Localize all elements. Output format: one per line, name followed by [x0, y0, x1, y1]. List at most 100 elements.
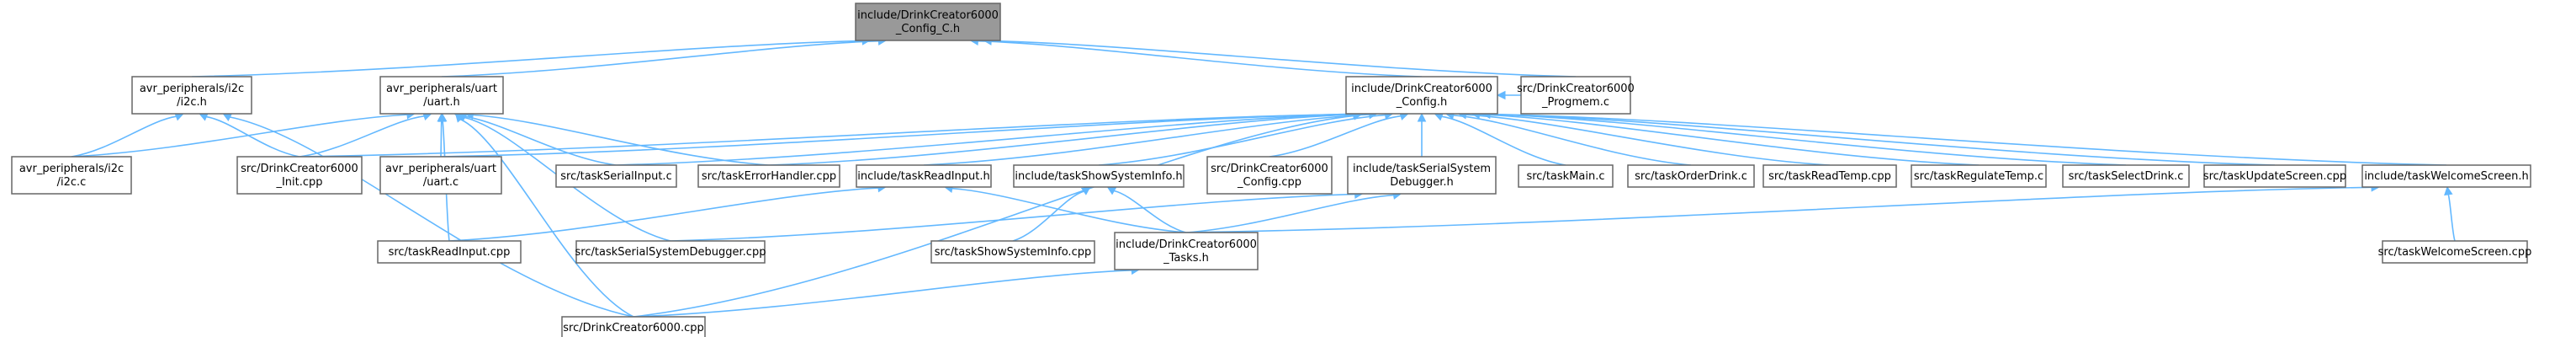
- node-src-taskmain-c[interactable]: src/taskMain.c: [1518, 164, 1614, 188]
- node-box: [855, 3, 1001, 41]
- node-box: [930, 240, 1095, 264]
- edge-line: [441, 40, 879, 78]
- node-label: include/DrinkCreator6000: [857, 9, 999, 22]
- node-label: avr_peripherals/i2c: [19, 163, 124, 175]
- edge-line: [951, 187, 1187, 233]
- edge-line: [473, 114, 770, 166]
- arrowhead-icon: [1080, 186, 1091, 195]
- edge-line: [1489, 113, 2276, 166]
- node-box: [236, 156, 363, 195]
- edge-line: [923, 114, 1370, 166]
- node-box: [2203, 164, 2346, 188]
- node-include-drinkcreator6000-config-h[interactable]: include/DrinkCreator6000_Config.h: [1345, 76, 1498, 115]
- node-box: [1345, 76, 1498, 115]
- node-box: [697, 164, 840, 188]
- node-include-drinkcreator6000-tasks-h[interactable]: include/DrinkCreator6000_Tasks.h: [1114, 232, 1259, 270]
- dependency-edge: [670, 190, 1364, 242]
- edge-line: [1466, 114, 1831, 166]
- node-box: [379, 76, 504, 115]
- node-include-taskserialsystemdebugger-h[interactable]: include/taskSerialSystemDebugger.h: [1347, 156, 1497, 195]
- node-label: /uart.h: [423, 96, 459, 109]
- node-box: [1627, 164, 1755, 188]
- node-label: src/DrinkCreator6000: [1517, 83, 1635, 95]
- node-label: src/taskErrorHandler.cpp: [702, 170, 836, 183]
- node-src-taskregulatetemp-c[interactable]: src/taskRegulateTemp.c: [1911, 164, 2047, 188]
- node-include-drinkcreator6000-config-c-h[interactable]: include/DrinkCreator6000_Config_C.h: [855, 3, 1001, 41]
- dependency-edge: [1417, 112, 1427, 158]
- node-src-taskerrorhandler-cpp[interactable]: src/taskErrorHandler.cpp: [697, 164, 840, 188]
- node-src-drinkcreator6000-cpp[interactable]: src/DrinkCreator6000.cpp: [561, 316, 706, 337]
- node-src-taskselectdrink-c[interactable]: src/taskSelectDrink.c: [2062, 164, 2190, 188]
- edge-line: [1114, 190, 1187, 233]
- edge-line: [991, 40, 1577, 78]
- node-src-drinkcreator6000-init-cpp[interactable]: src/DrinkCreator6000_Init.cpp: [236, 156, 363, 195]
- node-box: [561, 316, 706, 337]
- node-src-taskserialsystemdebugger-cpp[interactable]: src/taskSerialSystemDebugger.cpp: [575, 240, 766, 264]
- node-label: src/taskShowSystemInfo.cpp: [935, 246, 1091, 259]
- dependency-edge: [454, 113, 634, 318]
- arrowhead-icon: [454, 113, 464, 123]
- node-box: [1762, 164, 1897, 188]
- edge-line: [440, 113, 1354, 158]
- node-label: include/taskSerialSystem: [1353, 163, 1491, 175]
- node-label: src/taskWelcomeScreen.cpp: [2378, 246, 2532, 259]
- node-box: [1911, 164, 2047, 188]
- dependency-edge: [1471, 110, 1980, 166]
- edge-line: [299, 115, 425, 158]
- node-label: src/taskReadInput.cpp: [389, 246, 511, 259]
- node-box: [131, 76, 252, 115]
- arrowhead-icon: [437, 112, 448, 122]
- node-label: src/taskSerialSystemDebugger.cpp: [575, 246, 766, 259]
- node-label: _Progmem.c: [1541, 96, 1609, 109]
- dependency-edge: [983, 36, 1577, 78]
- edge-line: [299, 113, 1354, 158]
- node-src-taskorderdrink-c[interactable]: src/taskOrderDrink.c: [1627, 164, 1755, 188]
- arrowhead-icon: [2444, 185, 2453, 196]
- node-label: /i2c.c: [57, 176, 87, 189]
- edge-line: [461, 115, 617, 166]
- node-src-taskshowsysteminfo-cpp[interactable]: src/taskShowSystemInfo.cpp: [930, 240, 1095, 264]
- node-label: _Config_C.h: [895, 23, 960, 35]
- node-box: [1518, 164, 1614, 188]
- node-label: include/taskReadInput.h: [857, 170, 990, 183]
- node-avr-peripherals-uart-uart-c[interactable]: avr_peripherals/uart/uart.c: [379, 156, 502, 195]
- edge-line: [1489, 113, 2127, 166]
- node-label: src/taskMain.c: [1526, 170, 1604, 183]
- node-src-drinkcreator6000-progmem-c[interactable]: src/DrinkCreator6000_Progmem.c: [1517, 76, 1635, 115]
- dependency-edge: [633, 111, 1363, 318]
- edge-line: [1269, 115, 1402, 158]
- node-label: _Config.h: [1396, 96, 1448, 109]
- node-src-drinkcreator6000-config-cpp[interactable]: src/DrinkCreator6000_Config.cpp: [1206, 156, 1333, 195]
- node-avr-peripherals-i2c-i2c-h[interactable]: avr_peripherals/i2c/i2c.h: [131, 76, 252, 115]
- edge-line: [670, 193, 1355, 242]
- node-src-taskreadinput-cpp[interactable]: src/taskReadInput.cpp: [377, 240, 522, 264]
- node-label: /i2c.h: [177, 96, 207, 109]
- node-box: [2361, 164, 2531, 188]
- arrowhead-icon: [1496, 90, 1506, 100]
- edge-line: [768, 113, 1356, 166]
- node-include-taskshowsysteminfo-h[interactable]: include/taskShowSystemInfo.h: [1013, 164, 1185, 188]
- node-layer: include/DrinkCreator6000_Config_C.h avr_p…: [11, 3, 2532, 337]
- node-include-taskreadinput-h[interactable]: include/taskReadInput.h: [856, 164, 992, 188]
- edge-line: [1185, 194, 1394, 233]
- dependency-edge: [1496, 90, 1521, 100]
- node-avr-peripherals-i2c-i2c-c[interactable]: avr_peripherals/i2c/i2c.c: [11, 156, 132, 195]
- node-box: [555, 164, 677, 188]
- edge-line: [460, 119, 634, 318]
- dependency-edge: [299, 111, 432, 158]
- node-include-taskwelcomescreen-h[interactable]: include/taskWelcomeScreen.h: [2361, 164, 2531, 188]
- node-label: include/taskWelcomeScreen.h: [2364, 170, 2528, 183]
- node-label: _Init.cpp: [275, 176, 322, 189]
- dependency-edge: [2444, 185, 2456, 242]
- node-box: [1013, 164, 1185, 188]
- node-label: Debugger.h: [1390, 176, 1454, 189]
- node-avr-peripherals-uart-uart-h[interactable]: avr_peripherals/uart/uart.h: [379, 76, 504, 115]
- node-src-taskwelcomescreen-cpp[interactable]: src/taskWelcomeScreen.cpp: [2378, 240, 2532, 264]
- edge-line: [230, 116, 634, 318]
- node-src-taskserialinput-c[interactable]: src/taskSerialInput.c: [555, 164, 677, 188]
- node-label: src/taskReadTemp.cpp: [1768, 170, 1891, 183]
- edge-line: [633, 115, 1354, 318]
- node-src-taskreadtemp-cpp[interactable]: src/taskReadTemp.cpp: [1762, 164, 1897, 188]
- node-src-taskupdatescreen-cpp[interactable]: src/taskUpdateScreen.cpp: [2203, 164, 2346, 188]
